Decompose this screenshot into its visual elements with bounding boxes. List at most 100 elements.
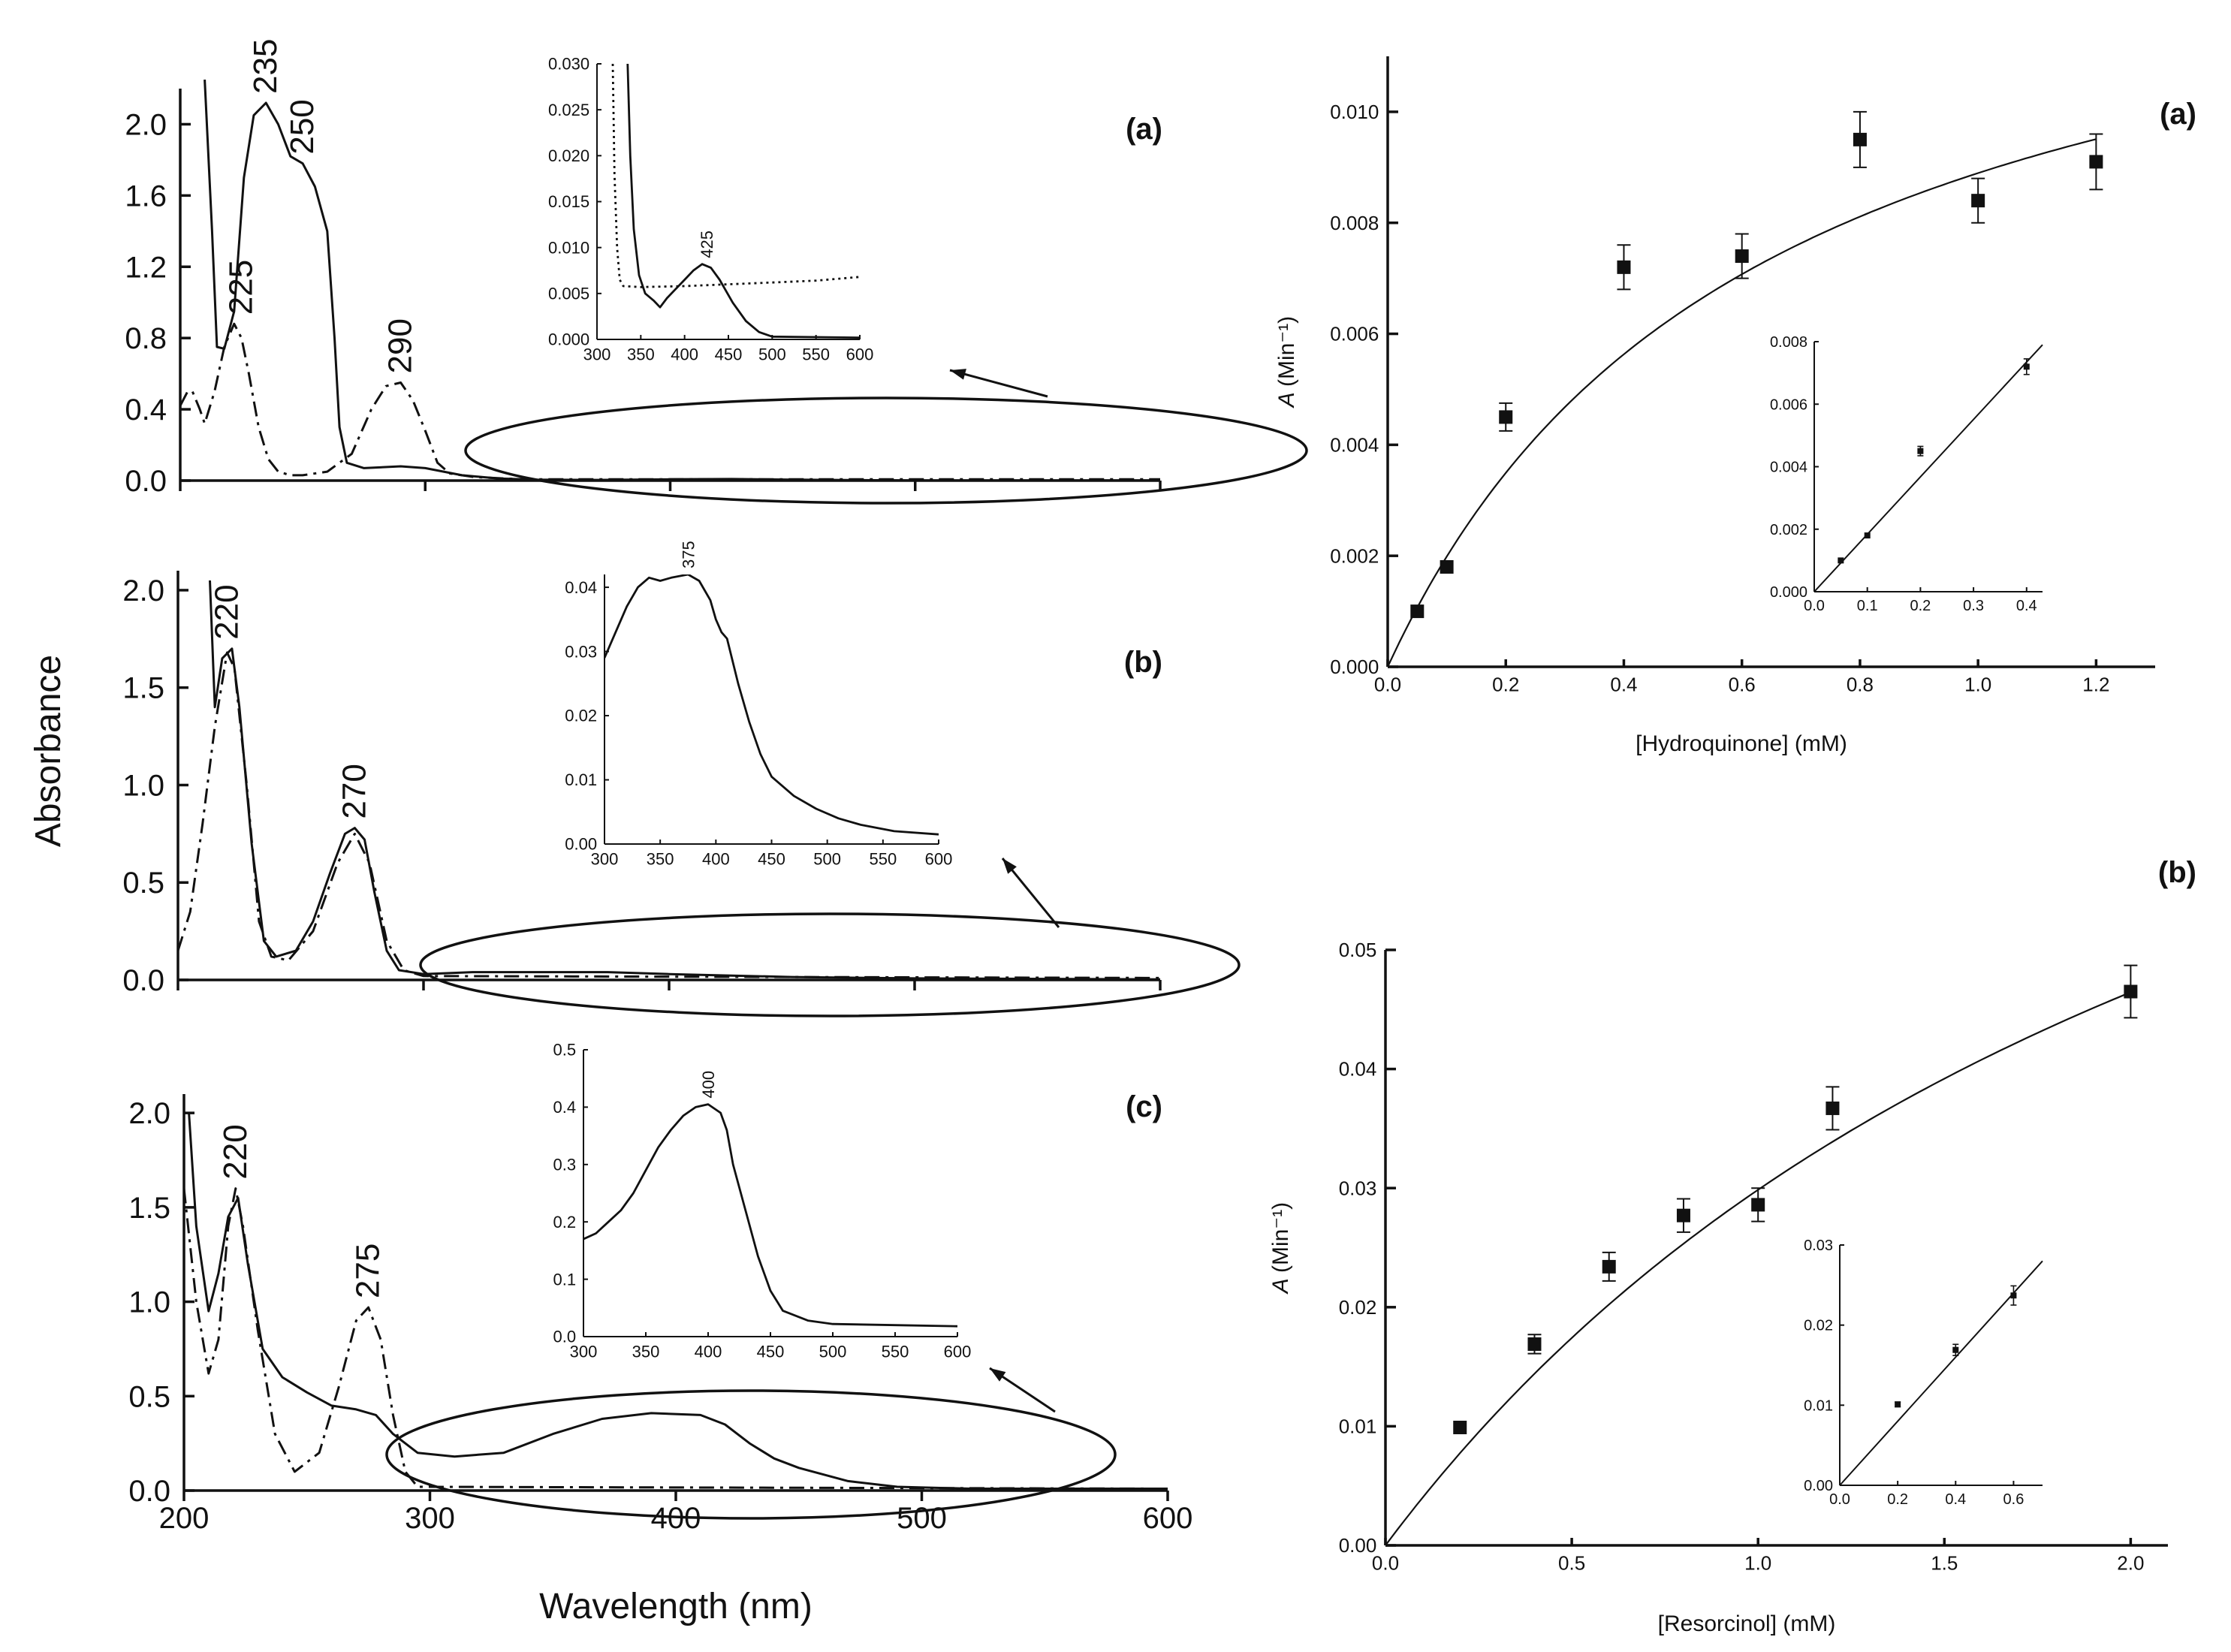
inset-y-tick-label: 0.01 (1804, 1397, 1833, 1414)
inset-series-line (604, 574, 939, 836)
inset-x-tick-label: 500 (813, 850, 841, 869)
x-tick-label: 0.2 (1492, 674, 1519, 696)
y-tick-label: 0.5 (128, 1380, 170, 1413)
peak-label: 275 (350, 1244, 387, 1298)
x-tick-label: 1.2 (2082, 674, 2109, 696)
x-tick-label: 300 (405, 1502, 455, 1535)
y-tick-label: 0.8 (125, 322, 167, 355)
inset-y-tick-label: 0.02 (1804, 1318, 1833, 1334)
inset-x-tick-label: 0.2 (1887, 1491, 1908, 1508)
y-tick-label: 1.0 (128, 1286, 170, 1319)
x-tick-label: 1.0 (1964, 674, 1991, 696)
series-line (184, 1187, 1168, 1490)
inset-series-line (583, 1103, 957, 1328)
inset-peak-label: 375 (679, 541, 698, 568)
data-point (1440, 559, 1454, 574)
y-axis-label-symbol: A (1274, 387, 1299, 408)
inset-x-tick-label: 550 (869, 850, 897, 869)
inset-y-tick-label: 0.025 (548, 101, 589, 119)
y-tick-label: 0.4 (125, 393, 167, 427)
data-point (1826, 1101, 1840, 1115)
zoom-ellipse (385, 1389, 1117, 1520)
inset-y-tick-label: 0.03 (565, 642, 597, 661)
y-axis-label-unit: (Min⁻¹) (1268, 1202, 1293, 1273)
inset-x-tick-label: 600 (846, 345, 874, 364)
inset-x-tick-label: 500 (819, 1343, 847, 1361)
data-point (2089, 155, 2103, 169)
data-point (1853, 132, 1867, 146)
inset-x-tick-label: 450 (757, 1343, 785, 1361)
x-tick-label: 0.4 (1610, 674, 1637, 696)
inset-peak-label: 400 (699, 1071, 718, 1099)
y-tick-label: 2.0 (125, 108, 167, 141)
x-tick-label: 0.0 (1374, 674, 1401, 696)
inset-y-tick-label: 0.04 (565, 578, 597, 597)
inset-y-tick-label: 0.00 (1804, 1478, 1833, 1494)
shared-y-axis-label: Absorbance (29, 655, 68, 847)
y-tick-label: 0.03 (1339, 1177, 1377, 1199)
data-point (1617, 260, 1631, 274)
inset-y-tick-label: 0.3 (553, 1156, 577, 1174)
inset-data-point (1838, 557, 1844, 564)
panel-label: (b) (2158, 856, 2196, 889)
y-axis-label-symbol: A (1268, 1273, 1293, 1295)
inset-y-tick-label: 0.010 (548, 238, 589, 257)
inset-data-point (1895, 1401, 1901, 1408)
data-point (1735, 249, 1749, 264)
inset-x-tick-label: 300 (591, 850, 619, 869)
y-tick-label: 1.2 (125, 251, 167, 284)
y-tick-label: 1.5 (128, 1192, 170, 1225)
data-point (1453, 1420, 1467, 1434)
series-line (180, 322, 1160, 481)
inset-data-point (2023, 363, 2030, 370)
inset-series-line (626, 64, 860, 339)
zoom-ellipse (464, 396, 1308, 505)
panel-label: (a) (2160, 98, 2196, 131)
peak-label: 250 (284, 99, 321, 154)
data-point (1410, 604, 1425, 619)
x-axis-label: [Hydroquinone] (mM) (1636, 731, 1847, 756)
plot-area (184, 1113, 1168, 1490)
inset-y-tick-label: 0.0 (553, 1328, 577, 1346)
inset-x-tick-label: 0.1 (1857, 598, 1878, 614)
x-tick-label: 600 (1143, 1502, 1193, 1535)
inset-y-tick-label: 0.020 (548, 146, 589, 165)
y-tick-label: 0.010 (1330, 101, 1379, 123)
inset-x-tick-label: 0.0 (1829, 1491, 1850, 1508)
y-tick-label: 0.000 (1330, 656, 1379, 678)
y-tick-label: 1.6 (125, 179, 167, 213)
inset-series-line (611, 64, 860, 288)
peak-label: 220 (217, 1124, 254, 1179)
inset-x-tick-label: 350 (647, 850, 674, 869)
inset-data-point (2010, 1292, 2017, 1299)
y-axis-label: A (Min⁻¹) (1274, 316, 1299, 408)
x-axis-label: Wavelength (nm) (539, 1587, 813, 1626)
inset-y-tick-label: 0.004 (1770, 460, 1807, 476)
panel-label: (b) (1124, 646, 1162, 679)
zoom-arrow-head (990, 1368, 1006, 1382)
inset-peak-label: 425 (698, 231, 716, 258)
data-point (1751, 1198, 1765, 1212)
zoom-arrow (949, 369, 1048, 398)
inset-x-tick-label: 0.0 (1804, 598, 1825, 614)
inset-x-tick-label: 550 (882, 1343, 909, 1361)
y-axis-label-unit: (Min⁻¹) (1274, 316, 1299, 387)
inset-y-tick-label: 0.2 (553, 1213, 577, 1231)
inset-x-tick-label: 350 (632, 1343, 660, 1361)
plot-area (178, 580, 1160, 980)
x-tick-label: 0.6 (1729, 674, 1756, 696)
y-tick-label: 0.002 (1330, 544, 1379, 567)
x-tick-label: 200 (159, 1502, 210, 1535)
peak-label: 220 (208, 584, 245, 639)
zoom-arrow-head (950, 369, 966, 380)
inset-y-tick-label: 0.02 (565, 707, 597, 725)
inset-plot-area (611, 64, 860, 339)
y-tick-label: 2.0 (128, 1097, 170, 1130)
x-axis-label: [Resorcinol] (mM) (1658, 1611, 1836, 1636)
inset-x-tick-label: 350 (627, 345, 655, 364)
inset-x-tick-label: 0.4 (2016, 598, 2037, 614)
